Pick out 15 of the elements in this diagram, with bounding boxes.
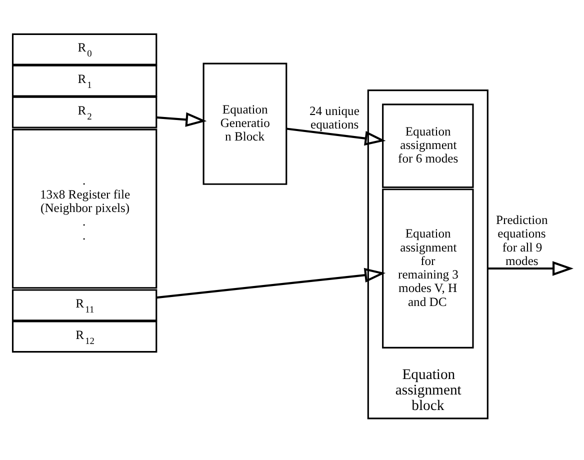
arrow <box>488 260 574 276</box>
node-box: R$_{12}$ <box>12 320 158 352</box>
arrow <box>156 112 207 126</box>
edge-label: Prediction equations for all 9 modes <box>496 212 548 268</box>
edge-label: 24 unique equations <box>309 104 360 132</box>
node-box: Equation assignment for remaining 3 modes V, H and DC <box>382 188 474 348</box>
node-box: Equation Generatio n Block <box>202 62 288 184</box>
node-box: R$_{1}$ <box>12 64 158 96</box>
node-box: R$_{2}$ <box>12 96 158 128</box>
node-box: Equation assignment for 6 modes <box>382 103 474 188</box>
node-box: R$_{11}$ <box>12 288 158 321</box>
arrow <box>286 127 386 146</box>
node-box: . 13x8 Register file (Neighbor pixels) . . <box>12 128 158 288</box>
arrow <box>156 267 386 298</box>
node-box: R$_{0}$ <box>12 32 158 65</box>
